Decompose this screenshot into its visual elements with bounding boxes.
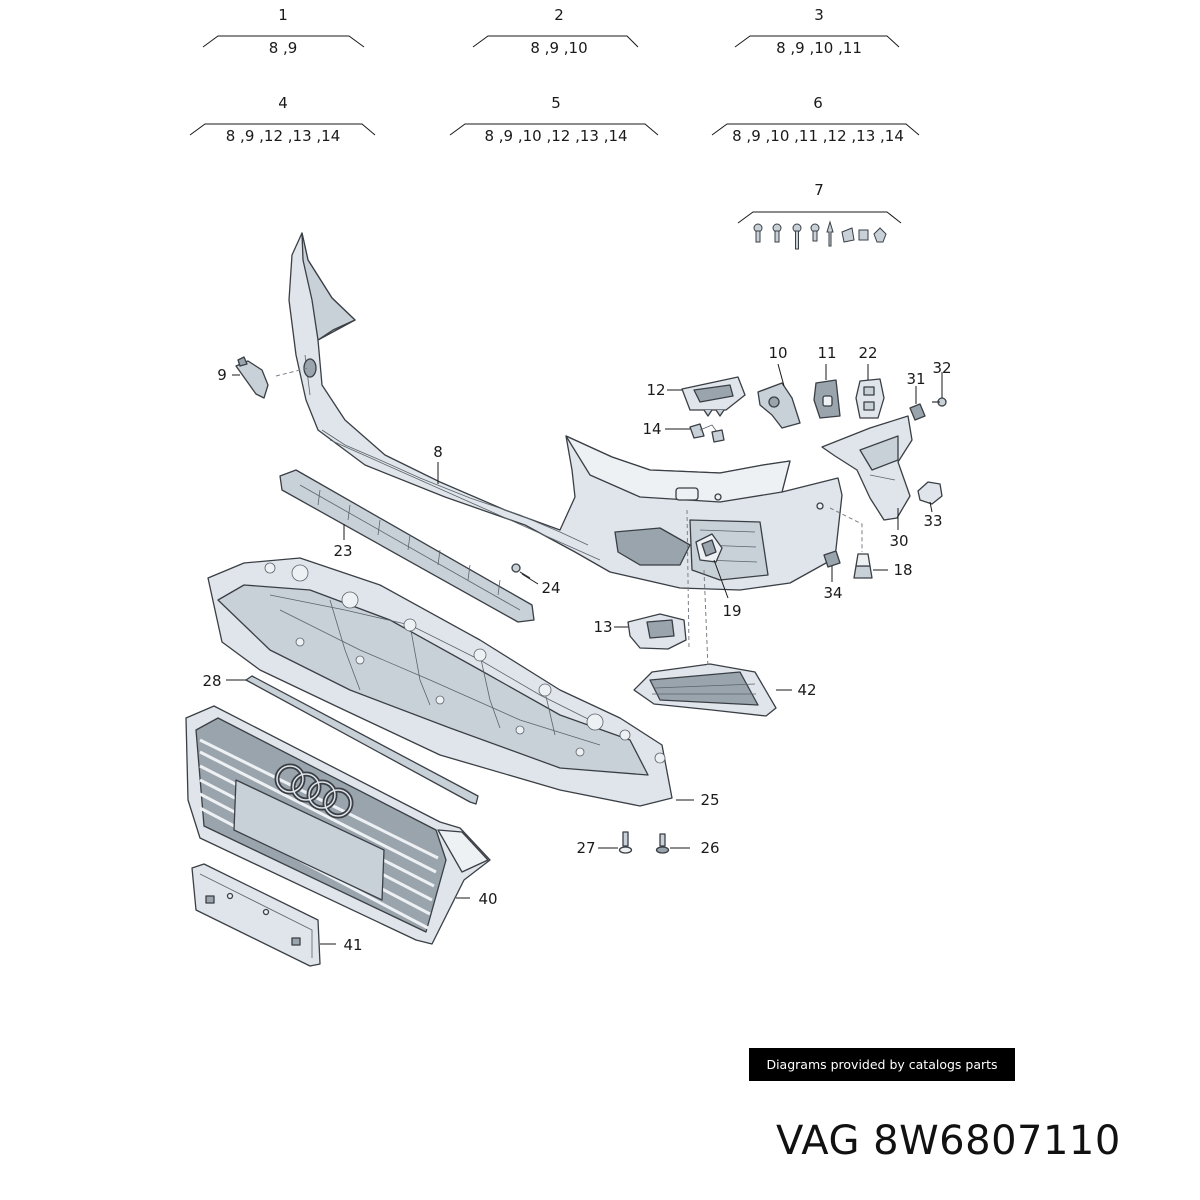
svg-text:25: 25 — [700, 791, 719, 809]
group-header-7: 7 — [737, 181, 902, 250]
sensor-holder-13 — [627, 613, 687, 650]
svg-text:32: 32 — [932, 359, 951, 377]
svg-text:8 ,9 ,10 ,11 ,12 ,13 ,14: 8 ,9 ,10 ,11 ,12 ,13 ,14 — [732, 127, 904, 145]
screw-26 — [655, 833, 670, 854]
side-grille-42 — [633, 663, 777, 717]
svg-text:19: 19 — [722, 602, 741, 620]
group-header-2: 2 8 ,9 ,10 — [472, 6, 639, 57]
svg-text:40: 40 — [478, 890, 497, 908]
svg-text:41: 41 — [343, 936, 362, 954]
group-header-6: 6 8 ,9 ,10 ,11 ,12 ,13 ,14 — [711, 94, 920, 145]
svg-text:12: 12 — [646, 381, 665, 399]
plate-holder-41 — [191, 863, 321, 967]
sensor-11 — [813, 379, 841, 419]
group-header-4: 4 8 ,9 ,12 ,13 ,14 — [189, 94, 376, 145]
group-header-5: 5 8 ,9 ,10 ,12 ,13 ,14 — [449, 94, 659, 145]
screw-32 — [932, 397, 947, 407]
group-header-1: 1 8 ,9 — [202, 6, 365, 57]
svg-text:8: 8 — [433, 443, 443, 461]
svg-text:2: 2 — [554, 6, 564, 24]
svg-text:8 ,9 ,10 ,11: 8 ,9 ,10 ,11 — [776, 39, 862, 57]
camera-cover-12 — [681, 376, 746, 417]
expanding-rivet-18 — [853, 553, 873, 579]
group-header-3: 3 8 ,9 ,10 ,11 — [734, 6, 900, 57]
svg-text:1: 1 — [278, 6, 288, 24]
undertray-25 — [207, 557, 673, 807]
svg-text:24: 24 — [541, 579, 560, 597]
svg-text:3: 3 — [814, 6, 824, 24]
clip-33 — [917, 481, 943, 505]
svg-text:22: 22 — [858, 344, 877, 362]
svg-text:28: 28 — [202, 672, 221, 690]
svg-text:23: 23 — [333, 542, 352, 560]
svg-text:8 ,9: 8 ,9 — [269, 39, 298, 57]
bracket-19 — [695, 533, 723, 563]
bumper-cover — [275, 232, 843, 591]
svg-text:27: 27 — [576, 839, 595, 857]
svg-text:14: 14 — [642, 420, 661, 438]
radiator-grille-40 — [185, 705, 491, 945]
screw-27 — [618, 831, 633, 854]
holder-22 — [855, 378, 885, 419]
svg-text:5: 5 — [551, 94, 561, 112]
svg-text:18: 18 — [893, 561, 912, 579]
svg-text:8 ,9 ,12 ,13 ,14: 8 ,9 ,12 ,13 ,14 — [226, 127, 341, 145]
svg-text:34: 34 — [823, 584, 842, 602]
svg-text:11: 11 — [817, 344, 836, 362]
part-number-caption: VAG 8W6807110 — [776, 1118, 1121, 1164]
trim-strip-28 — [245, 675, 479, 805]
screw-24 — [511, 563, 531, 579]
cable-clip-14 — [689, 423, 725, 443]
washer-cap-9 — [235, 356, 269, 399]
svg-text:30: 30 — [889, 532, 908, 550]
svg-text:13: 13 — [593, 618, 612, 636]
fastener-set-icon — [753, 220, 887, 250]
catalog-credit-banner: Diagrams provided by catalogs parts — [749, 1048, 1015, 1081]
bracket-10 — [757, 382, 801, 429]
clip-31 — [909, 403, 926, 421]
nut-34 — [823, 550, 841, 568]
svg-text:10: 10 — [768, 344, 787, 362]
svg-text:26: 26 — [700, 839, 719, 857]
svg-text:4: 4 — [278, 94, 288, 112]
lower-grille-23 — [279, 469, 535, 623]
svg-text:8 ,9 ,10: 8 ,9 ,10 — [530, 39, 587, 57]
svg-text:31: 31 — [906, 370, 925, 388]
svg-text:33: 33 — [923, 512, 942, 530]
svg-text:9: 9 — [217, 366, 227, 384]
side-bracket-30 — [821, 415, 913, 521]
svg-text:42: 42 — [797, 681, 816, 699]
svg-text:7: 7 — [814, 181, 824, 199]
svg-text:8 ,9 ,10 ,12 ,13 ,14: 8 ,9 ,10 ,12 ,13 ,14 — [484, 127, 627, 145]
svg-text:6: 6 — [813, 94, 823, 112]
